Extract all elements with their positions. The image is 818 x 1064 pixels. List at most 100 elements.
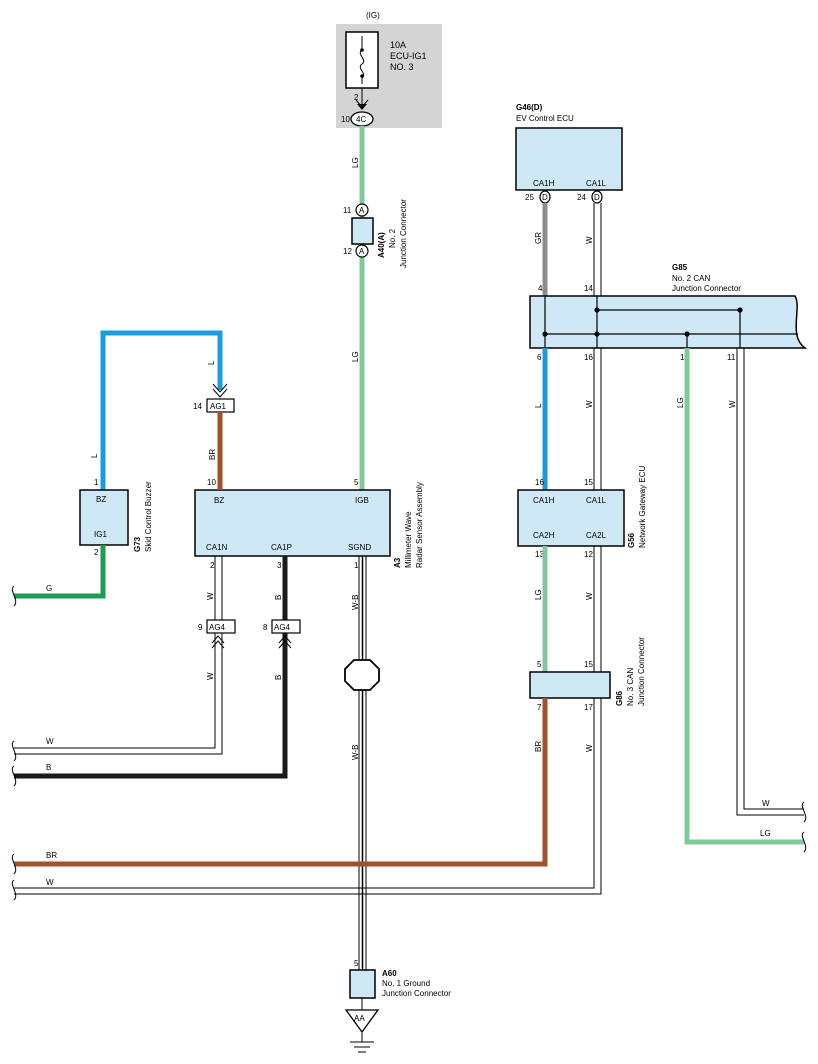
ag4-label-w: AG4 [209, 623, 226, 632]
wire-label-b-1: B [274, 595, 283, 600]
wire-w-g86-outline-b [14, 698, 602, 895]
a3-pin-1: 1 [354, 561, 359, 570]
g56-pin-16: 16 [535, 478, 544, 487]
g73-pin-name-ig1: IG1 [94, 530, 107, 539]
ag4-label-b: AG4 [274, 623, 291, 632]
ag4-pin-8: 8 [263, 623, 268, 632]
wire-label-w-ca2l: W [585, 592, 594, 600]
g86-pin-5: 5 [537, 660, 542, 669]
g85-pin-1: 1 [680, 353, 685, 362]
g46-pin-name-ca1h: CA1H [533, 179, 555, 188]
fuse-rating: 10A [390, 40, 406, 50]
ag4-chevron-icon-w [211, 635, 225, 644]
ag4-chevron-icon-w-2 [211, 640, 225, 649]
a40-letter-top: A [359, 206, 365, 215]
a40-desc-1: No. 2 [388, 228, 397, 248]
g86-desc-1: No. 3 CAN [626, 668, 635, 706]
g46-letter-l: D [594, 193, 600, 202]
g85-desc-2: Junction Connector [672, 284, 741, 293]
g86-code: G86 [615, 690, 624, 706]
wire-label-w-ca1n-2: W [206, 672, 215, 680]
wire-lg-g85-1 [684, 348, 804, 845]
a40-pin-12: 12 [343, 247, 352, 256]
wire-w-g85-11-outline-a [736, 348, 804, 816]
a3-pin-name-sgnd: SGND [348, 543, 371, 552]
a3-desc-1: Millimeter Wave [404, 511, 413, 568]
g73-pin-1: 1 [94, 478, 99, 487]
g56-pin-name-ca1l: CA1L [586, 496, 607, 505]
a3-code: A3 [393, 557, 402, 568]
a60-pin: 5 [354, 959, 359, 968]
g73-pin-name-bz: BZ [96, 495, 106, 504]
wire-label-w-left-2: W [46, 878, 54, 887]
fuse-number: NO. 3 [390, 62, 414, 72]
wire-label-l-1: L [90, 453, 99, 458]
wire-br-g86 [14, 698, 548, 867]
a3-pin-2: 2 [210, 561, 215, 570]
a3-pin-name-bz: BZ [214, 496, 224, 505]
g56-code: G56 [627, 532, 636, 548]
wire-label-w-can: W [585, 400, 594, 408]
a3-radar-sensor [194, 489, 391, 557]
g85-pin-6: 6 [537, 353, 542, 362]
wire-label-w-g86: W [585, 744, 594, 752]
wire-label-wb-1: W-B [351, 595, 360, 610]
g73-pin-2: 2 [94, 548, 99, 557]
a3-pin-name-ca1n: CA1N [206, 543, 228, 552]
a60-desc-2: Junction Connector [382, 989, 451, 998]
a40-desc-2: Junction Connector [399, 199, 408, 268]
wire-label-b-left: B [46, 763, 51, 772]
a40-pin-11: 11 [343, 206, 352, 215]
g46-pin-name-ca1l: CA1L [586, 179, 607, 188]
g73-name: Skid Control Buzzer [144, 481, 153, 552]
wire-label-br-g86: BR [534, 741, 543, 752]
wire-b-ca1p [14, 556, 288, 779]
a60-desc-1: No. 1 Ground [382, 979, 430, 988]
ground-point-icon [344, 1009, 380, 1034]
g85-desc-1: No. 2 CAN [672, 274, 710, 283]
g85-pin-16: 16 [584, 353, 593, 362]
g46-pin-24: 24 [577, 193, 586, 202]
g85-node-2 [594, 307, 600, 313]
fuse-end-dot-top [360, 48, 364, 52]
g56-network-gateway-ecu [517, 489, 625, 547]
wire-label-br-left: BR [46, 851, 57, 860]
ag4-connector-b [271, 619, 301, 634]
a60-ground-junction [349, 969, 376, 999]
a3-pin-10: 10 [207, 478, 216, 487]
wire-label-lg-g85: LG [676, 397, 685, 408]
g46-pin-d-l [591, 190, 603, 204]
g85-junction-connector [529, 295, 808, 349]
wire-label-lg-ca2h: LG [534, 589, 543, 600]
g86-pin-15: 15 [584, 660, 593, 669]
wire-label-w-right: W [762, 799, 770, 808]
g56-pin-12: 12 [584, 550, 593, 559]
wire-label-w-g85-11: W [728, 400, 737, 408]
ag4-connector-w [206, 619, 236, 634]
wire-label-lg-1: LG [351, 157, 360, 168]
wire-break-icon-lg-right [801, 831, 807, 853]
a3-desc-2: Radar Sensor Assembly [415, 482, 424, 568]
g56-pin-15: 15 [584, 478, 593, 487]
g46-code: G46(D) [516, 103, 543, 112]
wire-break-icon-b [11, 765, 17, 787]
wire-break-icon-br [11, 853, 17, 875]
wire-label-w-ca1l: W [585, 236, 594, 244]
fuse-end-dot-bottom [360, 74, 364, 78]
g85-node-1 [542, 331, 548, 337]
g85-node-5 [737, 307, 743, 313]
wire-label-br-1: BR [208, 449, 217, 460]
g86-pin-17: 17 [584, 703, 593, 712]
wire-g-buzzer [14, 545, 106, 599]
g86-desc-2: Junction Connector [637, 637, 646, 706]
wire-label-gr: GR [534, 232, 543, 244]
wire-label-w-left-1: W [46, 737, 54, 746]
ag1-chevron-icon-2 [212, 388, 228, 398]
wire-w-g86-outline-a [14, 698, 595, 889]
g73-skid-buzzer [79, 489, 129, 546]
g86-pin-7: 7 [537, 703, 542, 712]
fuse-source-label: (IG) [366, 11, 380, 20]
wire-break-icon-w1 [11, 740, 17, 762]
